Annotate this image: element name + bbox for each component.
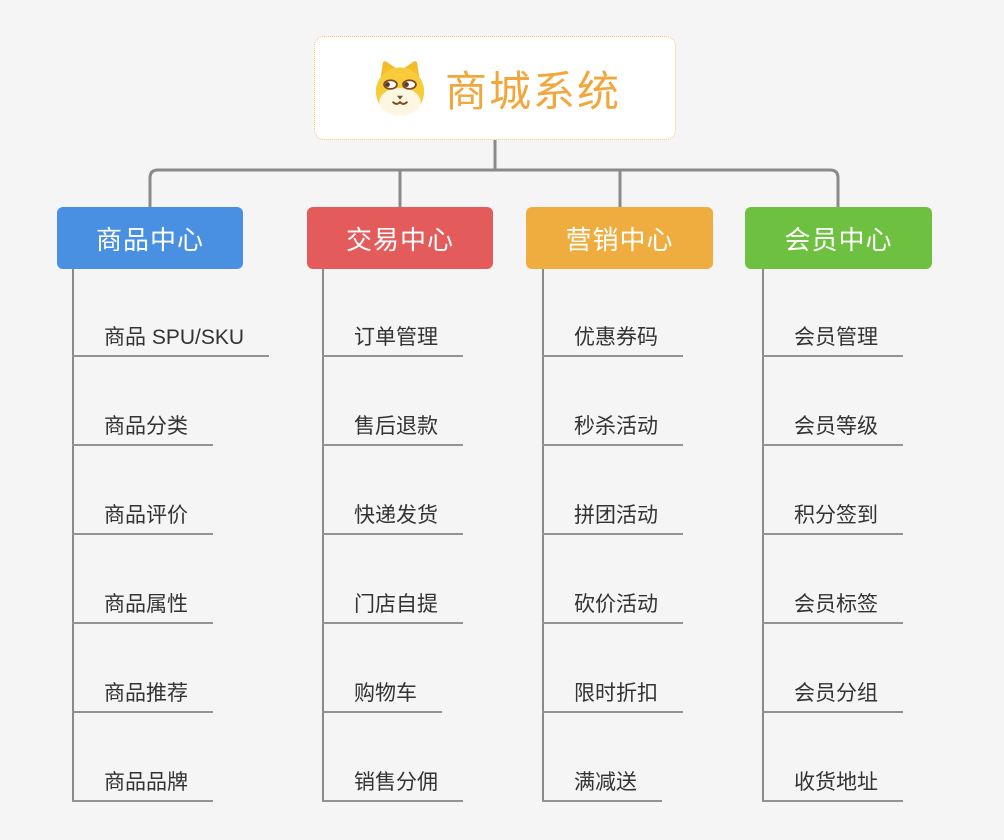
leaf-item[interactable]: 会员管理 [762,320,903,357]
branch-node-member-center[interactable]: 会员中心 [745,207,932,269]
leaf-item[interactable]: 商品推荐 [72,676,213,713]
leaf-item[interactable]: 砍价活动 [542,587,683,624]
leaf-item[interactable]: 商品评价 [72,498,213,535]
branch-node-product-center[interactable]: 商品中心 [57,207,243,269]
leaf-item[interactable]: 优惠券码 [542,320,683,357]
leaf-item[interactable]: 拼团活动 [542,498,683,535]
branch-label: 会员中心 [784,224,893,255]
leaf-item[interactable]: 售后退款 [322,409,463,446]
branch-label: 交易中心 [345,224,454,255]
leaf-item[interactable]: 快递发货 [322,498,463,535]
leaf-item[interactable]: 商品分类 [72,409,213,446]
leaf-item[interactable]: 会员标签 [762,587,903,624]
leaf-item[interactable]: 收货地址 [762,765,903,802]
trunk-line-4 [761,269,765,802]
leaf-item[interactable]: 秒杀活动 [542,409,683,446]
leaf-item[interactable]: 会员分组 [762,676,903,713]
leaf-item[interactable]: 商品属性 [72,587,213,624]
trunk-line-3 [541,269,545,802]
root-title: 商城系统 [444,67,621,115]
root-node[interactable]: 商城系统 [314,36,676,140]
leaf-item[interactable]: 购物车 [322,676,442,713]
leaf-item[interactable]: 门店自提 [322,587,463,624]
dog-face-icon [375,61,425,116]
leaf-item[interactable]: 满减送 [542,765,662,802]
branch-label: 商品中心 [95,224,204,255]
branch-label: 营销中心 [565,224,674,255]
branch-node-marketing-center[interactable]: 营销中心 [526,207,713,269]
leaf-item[interactable]: 积分签到 [762,498,903,535]
trunk-line-2 [321,269,325,802]
leaf-item[interactable]: 销售分佣 [322,765,463,802]
leaf-item[interactable]: 限时折扣 [542,676,683,713]
leaf-item[interactable]: 会员等级 [762,409,903,446]
bus-line [148,168,840,207]
leaf-item[interactable]: 订单管理 [322,320,463,357]
leaf-item[interactable]: 商品品牌 [72,765,213,802]
leaf-item[interactable]: 商品 SPU/SKU [72,320,270,357]
trunk-line-1 [71,269,75,802]
branch-node-trade-center[interactable]: 交易中心 [307,207,493,269]
